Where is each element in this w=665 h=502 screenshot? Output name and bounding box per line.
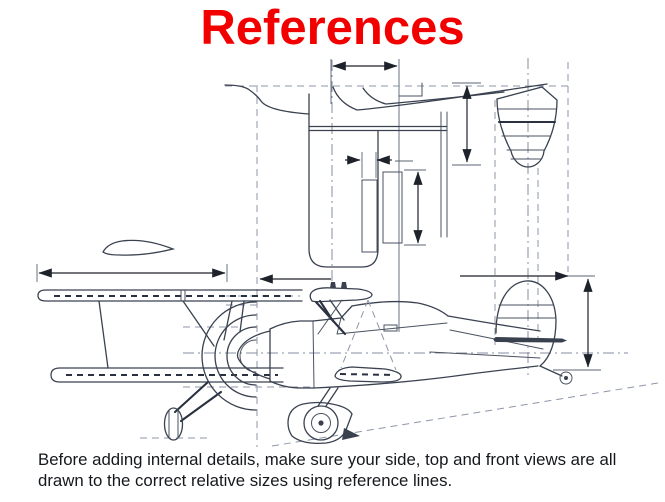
- cockpit-opening: [361, 179, 378, 253]
- gear-strut: [173, 380, 210, 414]
- spinner: [236, 330, 271, 380]
- dimension-arrows: [36, 59, 601, 371]
- front-wheel: [163, 407, 184, 441]
- side-view: [236, 280, 573, 444]
- cowl-outer-arc: [201, 301, 257, 411]
- wheel-pant: [287, 401, 353, 444]
- main-wheel: [303, 405, 339, 441]
- caption-line-1: Before adding internal details, make sur…: [38, 450, 617, 469]
- caption-line-2: drawn to the correct relative sizes usin…: [38, 470, 453, 490]
- canopy: [351, 300, 449, 317]
- wing-sweep-line: [332, 83, 548, 111]
- airfoil-section: [102, 239, 176, 256]
- lower-wing-airfoil: [334, 366, 402, 383]
- upper-wing-airfoil: [309, 287, 373, 303]
- tailplane-top-view: [496, 86, 558, 168]
- tailplane-side-view: [493, 337, 567, 343]
- aileron-notch: [398, 82, 423, 97]
- top-view: [224, 82, 548, 268]
- fuselage-bottom: [313, 365, 539, 389]
- caption: Before adding internal details, make sur…: [38, 450, 653, 491]
- tail-wheel: [559, 371, 573, 385]
- cowl-top: [269, 320, 314, 330]
- page-title: References: [200, 1, 465, 55]
- interplane-strut: [98, 300, 109, 369]
- front-view: [37, 289, 303, 441]
- reference-lines: [140, 58, 659, 447]
- hatch-opening: [382, 171, 403, 244]
- upper-wing: [37, 289, 303, 302]
- fin: [495, 280, 557, 367]
